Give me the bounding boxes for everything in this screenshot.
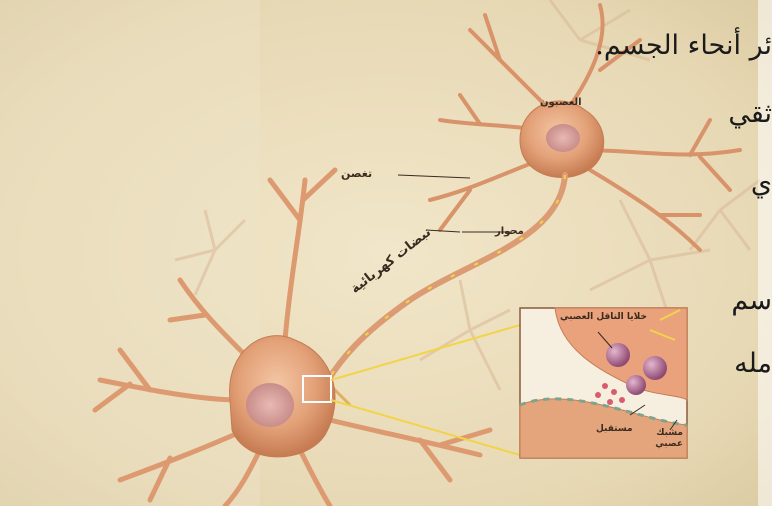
lower-nucleus — [246, 383, 294, 427]
body-text-line: ئر أنحاء الجسم. — [595, 30, 772, 61]
vesicle — [606, 343, 630, 367]
label-receptor: مستقبل — [596, 424, 633, 434]
label-dendrite: تغصن — [341, 167, 372, 180]
label-axon: محوار — [495, 226, 524, 237]
body-text-line: ثقي — [728, 98, 772, 129]
vesicle — [643, 356, 667, 380]
body-text-line: ي — [751, 168, 772, 199]
body-text-line: مله — [734, 348, 772, 379]
body-text-line: سم — [731, 285, 772, 316]
upper-nucleus — [546, 124, 580, 152]
label-cell-body: العصبون — [540, 97, 582, 108]
vesicle — [626, 375, 646, 395]
label-synapse: مشبك عصبي — [655, 428, 683, 450]
label-vesicles: خلايا الناقل العصبي — [560, 312, 647, 322]
